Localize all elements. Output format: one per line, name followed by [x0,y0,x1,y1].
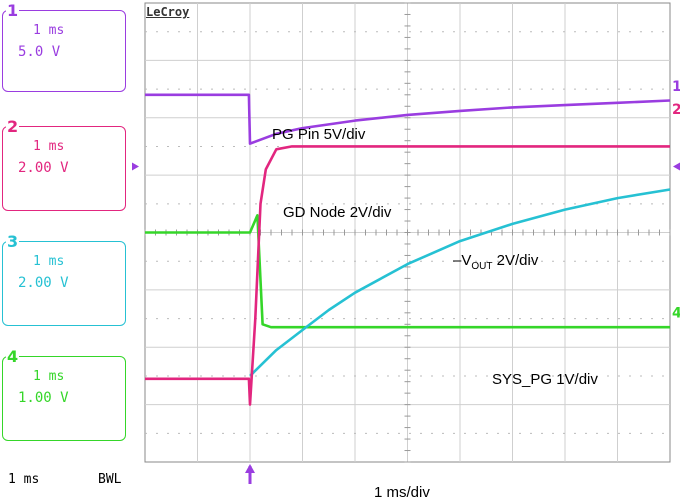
trigger-arrow-head [245,464,255,473]
channel-3-number: 3 [6,232,20,251]
brand-logo: LeCroy [146,5,190,19]
channel-2-number: 2 [6,117,20,136]
channel-1-marker: 1 [672,79,680,95]
channel-markers: 1 2 4 [132,79,680,484]
ch1-ground-marker [132,162,139,171]
footer-timebase: 1 ms [8,472,40,487]
channel-3-panel[interactable]: 3 1 ms 2.00 V [2,234,126,326]
channel-4-panel[interactable]: 4 1 ms 1.00 V [2,349,126,441]
channel-4-timebase: 1 ms [33,369,65,384]
ch1-level-marker [673,162,680,171]
annotation-vout-suffix: 2V/div [492,252,539,269]
annotation-pg-pin: PG Pin 5V/div [272,126,366,143]
footer-bwl: BWL [98,472,122,487]
annotation-vout: –VOUT 2V/div [453,252,538,272]
trace-ch3 [249,188,671,377]
trace-ch2 [145,145,670,406]
traces [145,93,671,406]
channel-1-panel[interactable]: 1 1 ms 5.0 V [2,3,126,92]
channel-1-scale: 5.0 V [18,44,61,60]
channel-2-timebase: 1 ms [33,139,65,154]
trace-ch1 [145,93,671,145]
x-axis-label: 1 ms/div [374,484,430,501]
channel-3-scale: 2.00 V [18,275,69,291]
annotation-vout-sub: OUT [471,261,493,272]
annotation-vout-prefix: –V [453,252,472,269]
channel-4-scale: 1.00 V [18,390,69,406]
annotation-gd-node: GD Node 2V/div [283,204,392,221]
annotation-sys-pg: SYS_PG 1V/div [492,371,598,388]
trace-ch4 [145,214,670,329]
channel-4-number: 4 [6,347,20,366]
channel-3-timebase: 1 ms [33,254,65,269]
channel-1-timebase: 1 ms [33,23,65,38]
channel-2-panel[interactable]: 2 1 ms 2.00 V [2,119,126,211]
channel-2-scale: 2.00 V [18,160,69,176]
channel-2-marker: 2 [672,102,680,118]
channel-4-marker: 4 [672,305,680,321]
channel-1-number: 1 [6,1,20,20]
